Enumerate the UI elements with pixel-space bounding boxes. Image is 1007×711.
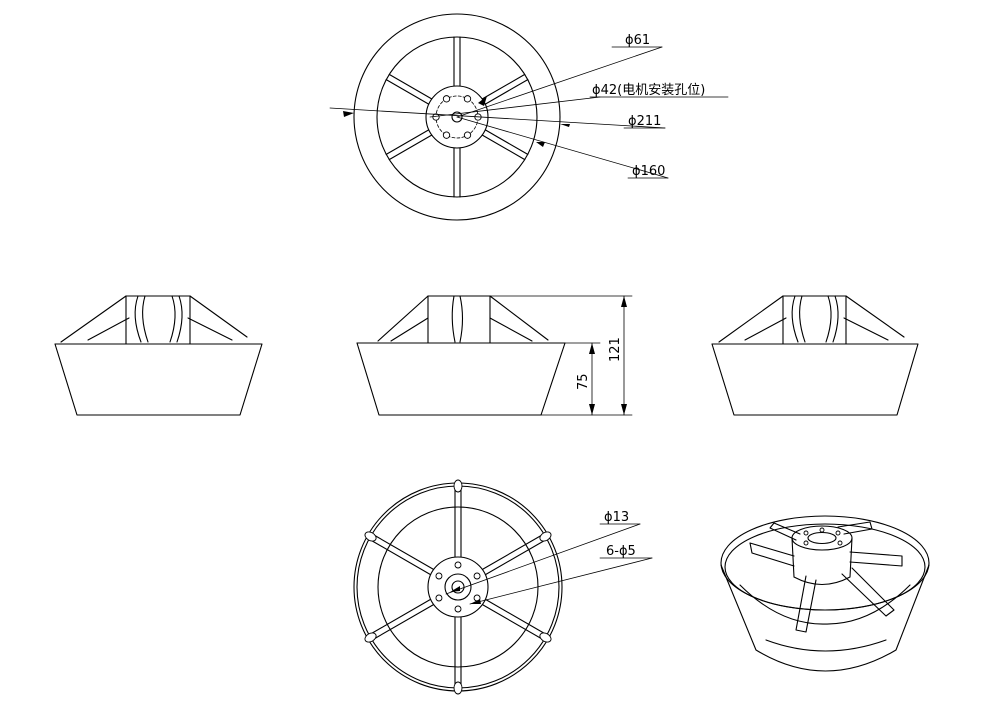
- bottom-view: ϕ13 6-ϕ5: [353, 479, 653, 695]
- rim-tab: [364, 531, 377, 542]
- mount-hole: [435, 594, 443, 602]
- side-view-right: [711, 295, 919, 416]
- center-hole: [451, 111, 463, 123]
- center-hole: [451, 580, 465, 594]
- dim-h75: 75: [576, 373, 591, 390]
- dim-d13: ϕ13: [604, 510, 629, 525]
- spoke-edge: [481, 604, 542, 640]
- spokes: [371, 488, 545, 686]
- inner-rim: [376, 36, 538, 198]
- rim-tab: [364, 632, 377, 643]
- mount-hole: [435, 572, 443, 580]
- dim-d42: ϕ42(电机安装孔位): [592, 83, 705, 98]
- spokes: [385, 36, 529, 198]
- spoke-edge: [484, 540, 545, 576]
- hub-outline: [425, 85, 489, 149]
- leader-d42: [429, 96, 601, 118]
- mount-hole: [442, 131, 451, 139]
- rim-tab: [539, 531, 552, 542]
- mount-hole: [463, 95, 472, 103]
- rim-tab: [453, 479, 463, 493]
- spoke-edge: [371, 598, 432, 634]
- spoke-edge: [481, 73, 526, 100]
- top-view: ϕ61 ϕ42(电机安装孔位) ϕ211 ϕ160: [329, 13, 729, 221]
- spoke-edge: [385, 79, 430, 105]
- mount-hole: [454, 561, 462, 569]
- spoke-edge: [388, 134, 433, 161]
- spoke-edge: [388, 73, 433, 100]
- rim-tab: [453, 681, 463, 695]
- side-view-left: [54, 295, 263, 416]
- mount-hole: [473, 572, 481, 580]
- outer-rim: [353, 482, 563, 692]
- spoke-edge: [371, 540, 432, 576]
- spoke-edge: [481, 134, 526, 161]
- rim-tab: [539, 632, 552, 643]
- spoke-edge: [385, 129, 430, 155]
- mount-hole: [463, 131, 472, 139]
- spoke-edge: [484, 598, 545, 634]
- hub-holes: [435, 561, 481, 613]
- side-view-center: 121 75: [356, 295, 633, 416]
- leader-d160: [456, 116, 669, 179]
- dim-d211: ϕ211: [628, 114, 661, 129]
- leader-d211: [329, 107, 666, 129]
- outer-rim: [353, 13, 561, 221]
- iso-body: [720, 564, 930, 672]
- leader-d5: [469, 557, 653, 605]
- leader-d61: [456, 46, 663, 118]
- hub-bore: [444, 573, 472, 601]
- spoke-edge: [484, 79, 529, 105]
- isometric-view: [720, 515, 930, 672]
- inner-rim: [377, 506, 539, 668]
- spoke-edge: [484, 129, 529, 155]
- spoke-edge: [374, 534, 435, 570]
- dim-d61: ϕ61: [625, 33, 650, 48]
- rim-tabs: [364, 479, 552, 695]
- spoke-edge: [374, 604, 435, 640]
- spoke-edge: [481, 534, 542, 570]
- mount-hole: [442, 95, 451, 103]
- dim-d5: 6-ϕ5: [606, 544, 636, 559]
- mount-hole: [454, 605, 462, 613]
- hub-outline: [427, 556, 489, 618]
- dim-d160: ϕ160: [632, 164, 665, 179]
- leader-d13: [445, 523, 641, 595]
- dim-h121: 121: [608, 337, 623, 362]
